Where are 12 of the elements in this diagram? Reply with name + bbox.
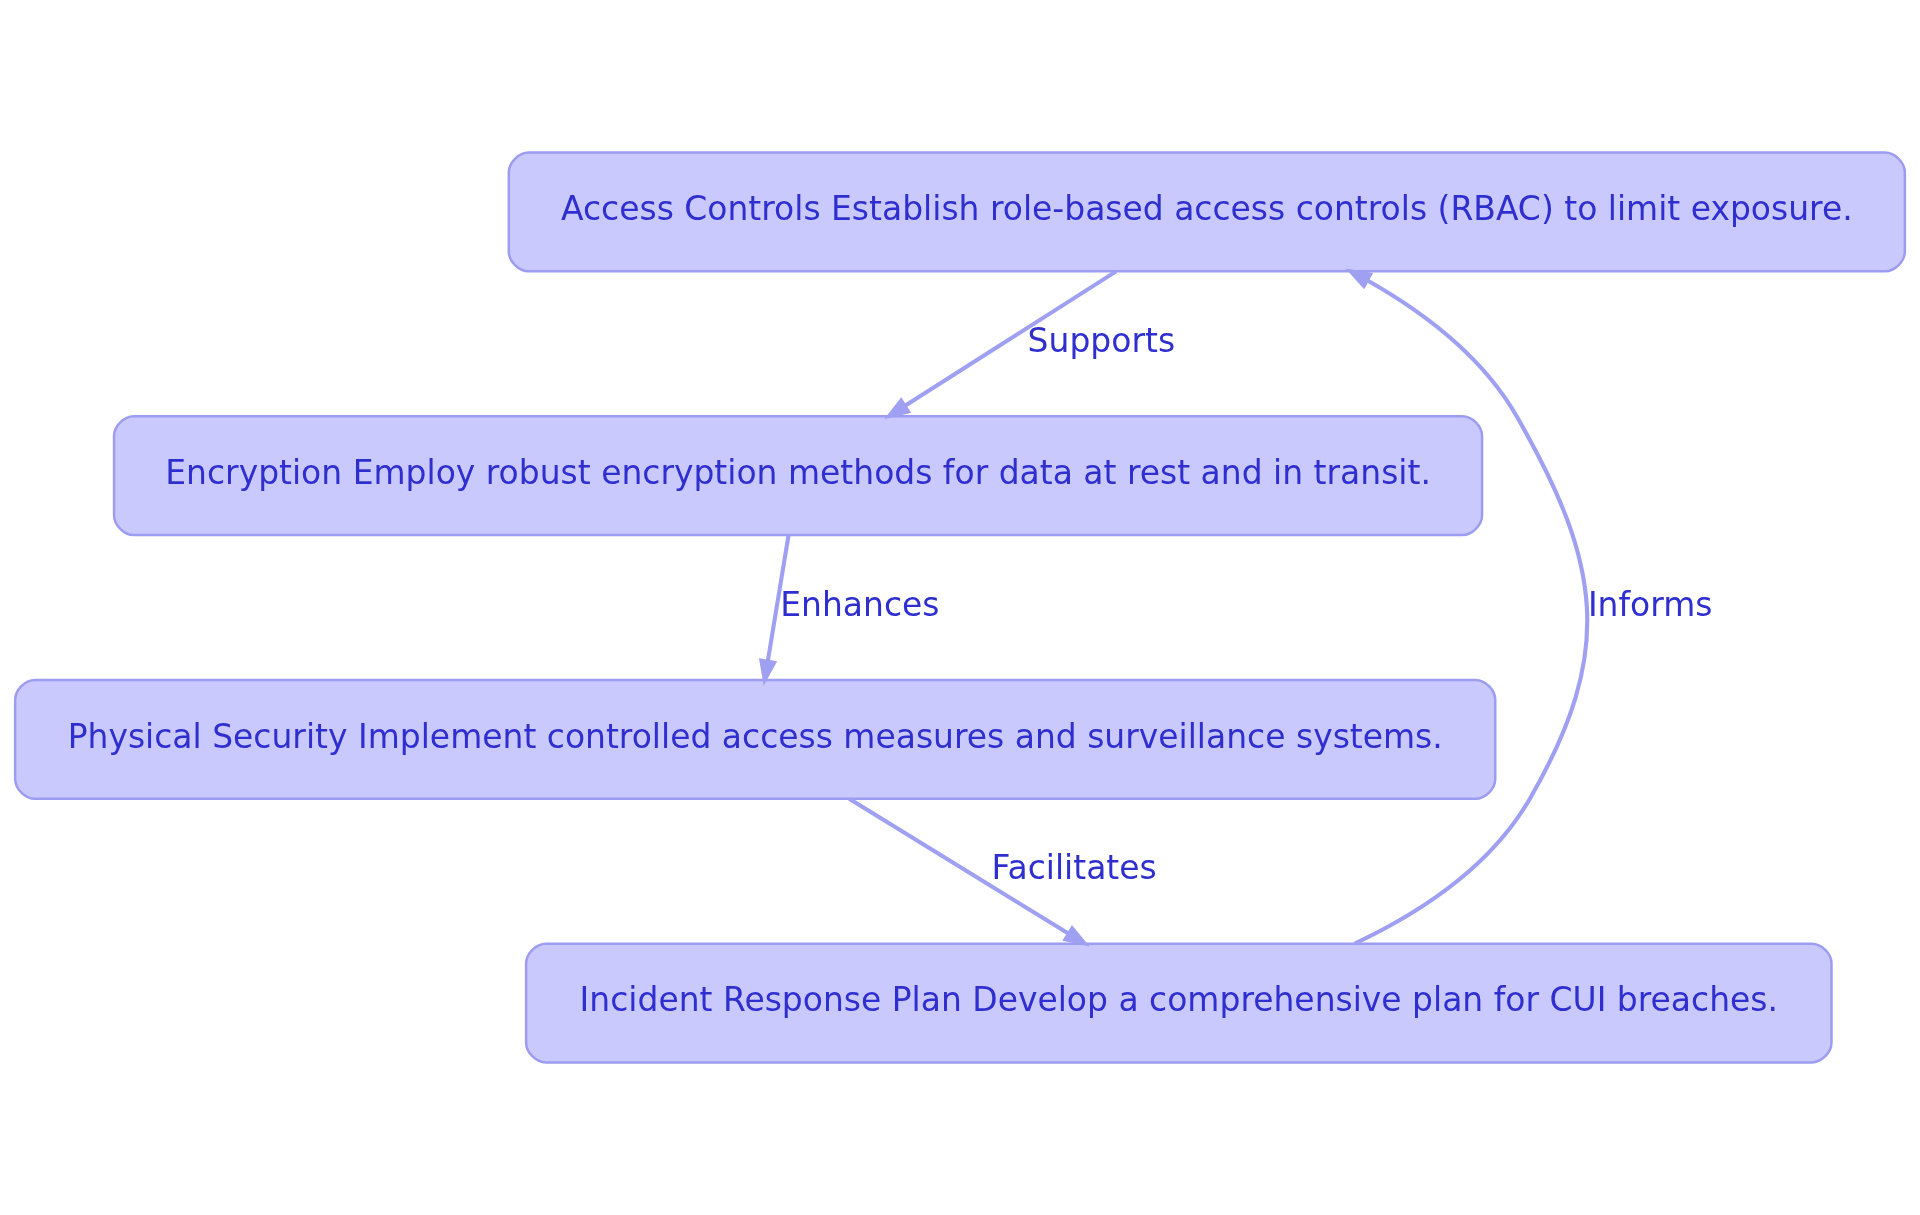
arrow — [883, 269, 1118, 420]
edge-label: Enhances — [780, 584, 940, 624]
node-box: Access Controls Establish role-based access controls (RBAC) to limit exposure. — [507, 151, 1907, 273]
edge-label: Informs — [1587, 584, 1713, 624]
edge-label: Supports — [1027, 321, 1176, 361]
arrow — [758, 534, 791, 686]
edge-label: Facilitates — [991, 848, 1157, 888]
node-box: Incident Response Plan Develop a comprehensive plan for CUI breaches. — [524, 942, 1833, 1064]
node-box: Encryption Employ robust encryption methods for data at rest and in transit. — [112, 415, 1484, 537]
arrow — [1345, 268, 1589, 946]
arrow — [848, 797, 1090, 947]
node-box: Physical Security Implement controlled access measures and surveillance systems. — [13, 678, 1497, 800]
